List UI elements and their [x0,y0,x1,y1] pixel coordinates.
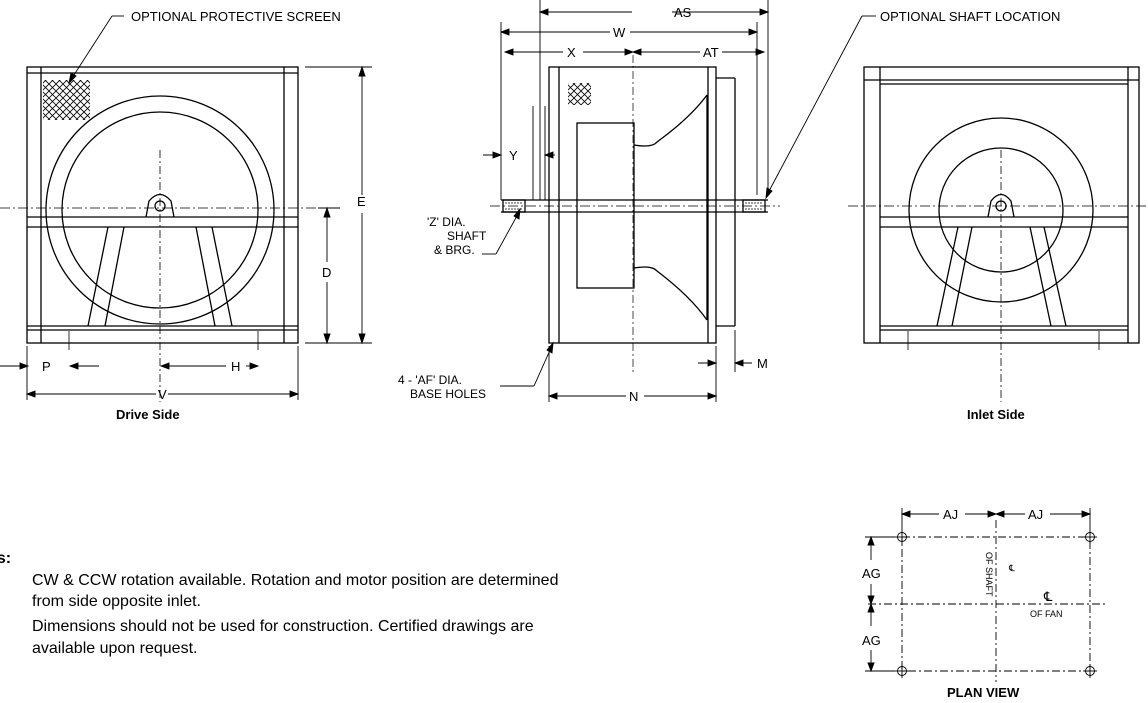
dimension-y [483,151,555,159]
dimension-as [538,0,770,200]
profile-view [490,55,780,372]
label-dim-ag-top: AG [862,566,881,581]
holes-leader [500,341,554,387]
label-dim-v: V [158,387,167,402]
label-cl-shaft: OF SHAFT [984,552,994,597]
label-cl-symbol-fan: ℄ [1043,589,1053,604]
drive-side-view [0,66,338,402]
label-holes-line1: 4 - 'AF' DIA. [398,373,462,387]
label-cl-fan: OF FAN [1030,609,1063,619]
caption-drive-side: Drive Side [116,407,180,422]
dimension-n [547,346,718,402]
label-dim-ag-bottom: AG [862,633,881,648]
label-dim-y: Y [509,148,518,163]
shaft-bearing-detail [505,202,763,210]
note-line-3: Dimensions should not be used for constr… [32,618,534,635]
label-dim-e: E [357,194,366,209]
label-optional-protective-screen: OPTIONAL PROTECTIVE SCREEN [131,9,341,24]
inlet-side-view [848,66,1148,402]
plan-view [868,508,1105,682]
label-dim-n: N [629,389,638,404]
dimension-x [503,48,635,56]
caption-inlet-side: Inlet Side [967,407,1025,422]
label-holes-line2: BASE HOLES [410,387,486,401]
label-shaft-line3: & BRG. [434,243,475,257]
label-dim-aj-left: AJ [943,507,958,522]
screen-leader [68,15,124,85]
dimension-d [318,206,340,345]
label-dim-h: H [231,359,240,374]
protective-screen-profile [568,83,591,105]
dimension-e [305,65,372,345]
label-dim-as: AS [674,5,692,20]
dimension-ag [865,535,895,673]
label-dim-m: M [757,356,768,371]
dimension-aj [900,510,1092,518]
note-line-2: from side opposite inlet. [32,593,201,610]
dimension-h [159,362,260,370]
shaft-leader [482,207,521,255]
label-dim-p: P [42,359,51,374]
caption-plan-view: PLAN VIEW [947,685,1020,700]
dimension-v [25,346,300,400]
dimension-p [0,362,99,370]
label-dim-aj-right: AJ [1028,507,1043,522]
label-shaft-line2: SHAFT [447,229,487,243]
shaft-location-leader [765,15,876,200]
label-cl-symbol-shaft: ℄ [1008,563,1015,573]
label-dim-w: W [613,25,626,40]
label-dim-d: D [322,265,331,280]
note-line-1: CW & CCW rotation available. Rotation an… [32,572,559,589]
dimension-m [698,330,752,372]
note-line-4: available upon request. [32,640,198,657]
label-dim-at: AT [703,45,719,60]
label-optional-shaft-location: OPTIONAL SHAFT LOCATION [880,9,1060,24]
protective-screen-drive [43,80,90,120]
label-shaft-line1: 'Z' DIA. [427,215,466,229]
notes-heading: es: [0,550,12,567]
dimension-at [631,48,766,56]
label-dim-x: X [567,45,576,60]
dimension-w [499,22,759,200]
